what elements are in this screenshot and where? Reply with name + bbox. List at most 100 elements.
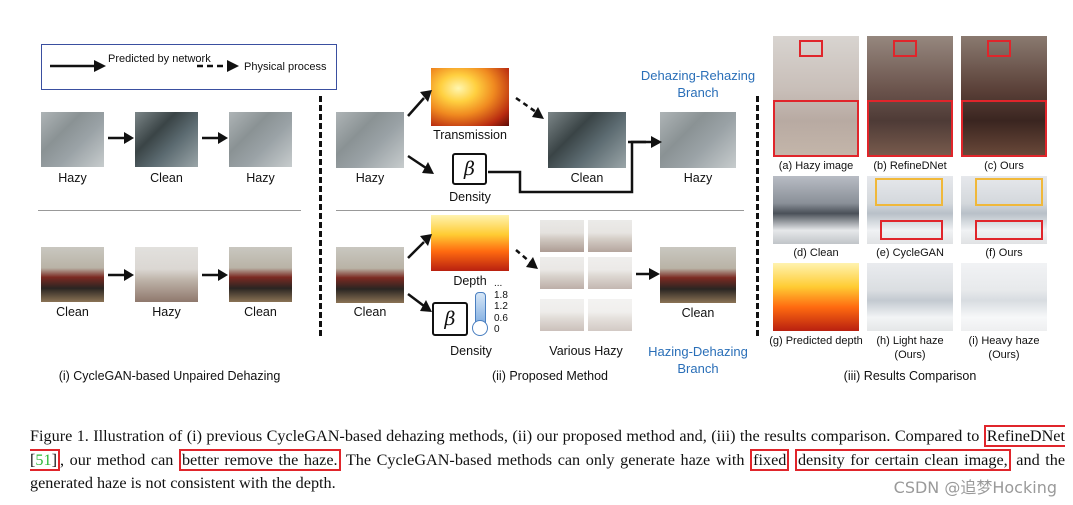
image-label: Transmission [433,128,507,142]
hazy-image [135,247,198,302]
highlight-box [799,40,823,57]
result-label: (a) Hazy image [778,160,854,172]
various-hazy-thumb [540,299,584,331]
zoom-box [867,100,953,157]
clean-image [135,112,198,167]
depth-map [431,215,509,271]
slider-tick: 0 [494,324,500,335]
panel-divider [319,96,322,336]
panel1-title: (i) CycleGAN-based Unpaired Dehazing [58,369,281,383]
image-label: Density [450,344,492,358]
highlight-fixed: fixed [750,448,790,471]
slider-tick: 1.8 [494,289,508,301]
result-image-g [773,263,859,331]
zoom-box [961,100,1047,157]
beta-symbol: β [444,308,456,330]
beta-symbol: β [464,158,475,180]
result-image-h [867,263,953,331]
result-label: (i) Heavy haze (Ours) [968,335,1040,361]
clean-image [41,247,104,302]
image-label: Clean [150,171,183,185]
highlight-box-orange [975,178,1043,206]
highlight-box-orange [875,178,943,206]
highlight-box [880,220,943,240]
result-image-i [961,263,1047,331]
caption-text: RefineDNet [ [30,427,1065,469]
caption-text: Figure 1. Illustration of (i) previous C… [30,427,984,445]
image-label: Hazy [246,171,275,185]
clean-input-image [336,247,404,303]
result-label: (b) RefineDNet [873,160,947,172]
highlight-box [975,220,1043,240]
rehazed-image [660,112,736,168]
panel3-title: (iii) Results Comparison [843,369,977,383]
result-label: (h) Light haze (Ours) [876,335,944,361]
citation-link[interactable]: 51 [35,450,52,469]
highlight-density: density for certain clean image, [794,448,1011,471]
transmission-map [431,68,509,126]
separator-line [336,210,744,211]
image-label: Various Hazy [549,344,623,358]
hazy-image [41,112,104,167]
various-hazy-thumb [588,220,632,252]
clean-output-image [660,247,736,303]
result-label: (c) Ours [984,160,1024,172]
slider-tick: ... [494,278,503,289]
result-image-d [773,176,859,244]
highlight-refinednet: RefineDNet [51] [30,425,1065,471]
legend-solid-label: Predicted by network [108,53,211,65]
arrow-icon [108,132,134,144]
image-label: Clean [681,306,715,320]
slider-ticks: ... 1.8 1.2 0.6 0 [494,278,508,336]
flow-arrows-bottom [407,234,660,312]
panel2-title: (ii) Proposed Method [491,369,609,383]
legend-box [41,44,337,90]
figure-caption: Figure 1. Illustration of (i) previous C… [30,425,1065,496]
separator-line [38,210,301,211]
result-label: (f) Ours [985,247,1023,259]
caption-text: The CycleGAN-based methods can only gene… [340,450,751,469]
result-label: (e) CycleGAN [876,247,944,259]
image-label: Hazy [152,305,181,319]
caption-text: , our method can [59,450,179,469]
legend-dashed-label: Physical process [244,61,327,73]
image-label: Hazy [683,171,713,185]
caption-text: and the generated haze is not consistent… [30,450,1066,493]
image-label: Depth [453,274,487,288]
branch-bottom-label: Hazing-Dehazing Branch [648,344,748,376]
slider-tick: 0.6 [494,312,508,324]
dashed-arrow-legend-icon [197,60,239,72]
various-hazy-thumb [588,299,632,331]
zoom-box [773,100,859,157]
clean-output-image [548,112,626,168]
result-label: (d) Clean [793,247,839,259]
caption-text: ] [51,450,57,469]
arrow-icon [202,269,228,281]
slider-tick: 1.2 [494,301,508,312]
highlight-better: better remove the haze. [178,448,341,471]
image-label: Clean [570,171,604,185]
panel-divider [756,96,759,336]
various-hazy-thumb [540,257,584,289]
highlight-box [893,40,917,57]
image-label: Hazy [355,171,385,185]
density-slider-knob[interactable] [472,320,488,336]
clean-image [229,247,292,302]
image-label: Clean [353,305,387,319]
arrow-icon [108,269,134,281]
watermark: CSDN @追梦Hocking [893,478,1057,497]
flow-arrows-top [407,90,662,194]
solid-arrow-legend-icon [50,60,106,72]
hazy-image [229,112,292,167]
branch-top-label: Dehazing-Rehazing Branch [640,68,756,100]
image-label: Density [449,190,491,204]
image-label: Clean [56,305,89,319]
image-label: Clean [244,305,277,319]
various-hazy-thumb [540,220,584,252]
beta-box: β [432,302,468,336]
highlight-box [987,40,1011,57]
result-label: (g) Predicted depth [769,335,863,347]
hazy-input-image [336,112,404,168]
various-hazy-thumb [588,257,632,289]
beta-box: β [452,153,487,185]
